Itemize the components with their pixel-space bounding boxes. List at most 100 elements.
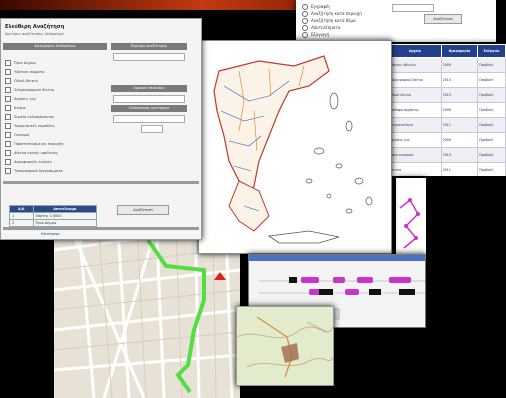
view-link[interactable]: Προβολή (477, 162, 506, 176)
view-link[interactable]: Προβολή (477, 87, 506, 103)
column-header[interactable]: Ημερομηνία (440, 44, 479, 58)
marker-icon[interactable] (214, 272, 226, 280)
page-title: Ελεύθερη Αναζήτηση (5, 24, 65, 30)
top-form-options: Εγγραφές Αναζήτηση κατά περιοχή Αναζήτησ… (302, 3, 362, 38)
area-select[interactable] (113, 53, 185, 61)
option-row[interactable]: Αναζήτηση κατά θέμα (302, 17, 362, 24)
checkbox[interactable] (5, 140, 11, 147)
checkbox[interactable] (5, 131, 11, 138)
checkbox[interactable] (5, 59, 11, 66)
category-checkbox[interactable]: Σημεία ενδιαφέροντος (5, 113, 55, 120)
checkbox[interactable] (5, 167, 11, 174)
radio-button[interactable] (302, 24, 308, 31)
table-cell: 2010 (440, 87, 479, 103)
table-row[interactable]: 1 Χάρτης 1:5000 (9, 212, 98, 220)
checkbox[interactable] (5, 95, 11, 102)
results-table: Αρχείο Ημερομηνία Ενέργεια Χάρτης Αθηνών… (388, 44, 506, 176)
period-header: Χρονική περίοδος (111, 85, 187, 92)
column-header[interactable]: Αρχείο (388, 44, 442, 58)
categories-header: Κατηγορίες δεδομένων (3, 43, 107, 50)
category-checkbox[interactable]: Υδάτινα σώματα (5, 68, 44, 75)
category-checkbox[interactable]: Σιδηροδρομικό δίκτυο (5, 86, 54, 93)
table-cell: 2011 (440, 162, 479, 176)
timeline-title-bar (249, 255, 425, 261)
option-row[interactable]: Εξαγωγή (302, 31, 362, 38)
column-header[interactable]: Ενέργεια (477, 44, 506, 58)
table-cell: 2008 (440, 102, 479, 118)
divider (3, 181, 199, 184)
period-select[interactable] (113, 95, 185, 103)
checkbox[interactable] (5, 104, 11, 111)
category-checkbox[interactable]: Κτίρια (5, 104, 26, 111)
selection-table: Α/Α Αποτέλεσμα 1 Χάρτης 1:5000 2 Όρια Δή… (9, 205, 98, 227)
top-form-search-button[interactable]: Αναζήτηση (424, 14, 462, 24)
view-link[interactable]: Προβολή (477, 147, 506, 163)
checkbox[interactable] (5, 158, 11, 165)
region-map[interactable] (199, 41, 391, 253)
view-link[interactable]: Προβολή (477, 57, 506, 73)
category-checkbox[interactable]: Τοπογραφικά διαγράμματα (5, 167, 63, 174)
table-cell: Χάρτης Αθηνών (388, 57, 442, 73)
background-glow (0, 0, 506, 10)
view-link[interactable]: Προβολή (477, 102, 506, 118)
category-checkbox[interactable]: Υψομετρικές καμπύλες (5, 122, 55, 129)
region-map-panel[interactable] (198, 40, 392, 254)
checkbox[interactable] (5, 122, 11, 129)
column-header: Α/Α (9, 205, 34, 213)
table-cell: 2009 (440, 57, 479, 73)
table-cell: Οδικό δίκτυο (388, 87, 442, 103)
terrain-map[interactable] (237, 307, 333, 385)
checkbox[interactable] (5, 86, 11, 93)
option-row[interactable]: Αναζήτηση κατά περιοχή (302, 10, 362, 17)
category-checkbox[interactable]: Οικισμοί (5, 131, 29, 138)
table-cell: 2011 (440, 117, 479, 133)
table-cell: 2009 (440, 132, 479, 148)
checkbox[interactable] (5, 149, 11, 156)
category-checkbox[interactable]: Όρια Δήμων (5, 59, 36, 66)
network-diagram-panel (396, 178, 426, 258)
option-row[interactable]: Αποτελέσματα (302, 24, 362, 31)
search-button[interactable]: Αναζήτηση (117, 205, 169, 215)
option-row[interactable]: Εγγραφές (302, 3, 362, 10)
category-checkbox[interactable]: Οδικό δίκτυο (5, 77, 38, 84)
category-checkbox[interactable]: Δίκτυα κοινής ωφέλειας (5, 149, 58, 156)
table-cell: Δίκτυα (388, 162, 442, 176)
radio-button[interactable] (302, 31, 308, 38)
category-checkbox[interactable]: Προστατευόμενες περιοχές (5, 140, 64, 147)
table-cell: 1 (9, 212, 34, 220)
table-cell: 2010 (440, 147, 479, 163)
checkbox[interactable] (5, 113, 11, 120)
category-checkbox[interactable]: Δορυφορικές εικόνες (5, 158, 52, 165)
category-checkbox[interactable]: Χρήσεις γης (5, 95, 36, 102)
criteria-header: Συνδυασμός κριτηρίων (111, 105, 187, 112)
area-header: Περιοχή αναζήτησης (111, 43, 187, 50)
top-form-panel: Εγγραφές Αναζήτηση κατά περιοχή Αναζήτησ… (296, 0, 496, 42)
radio-button[interactable] (302, 3, 308, 10)
view-link[interactable]: Προβολή (477, 132, 506, 148)
back-link[interactable]: Επιστροφή (41, 232, 60, 236)
view-link[interactable]: Προβολή (477, 117, 506, 133)
terrain-map-panel[interactable] (236, 306, 334, 386)
divider (3, 227, 199, 230)
criteria-input[interactable] (141, 125, 163, 133)
view-link[interactable]: Προβολή (477, 72, 506, 88)
checkbox[interactable] (5, 77, 11, 84)
table-cell: 2 (9, 219, 34, 227)
checkbox[interactable] (5, 68, 11, 75)
table-cell: Χάρτης 1:5000 (32, 212, 98, 220)
radio-button[interactable] (302, 17, 308, 24)
table-cell: Όρια οικισμών (388, 147, 442, 163)
search-form-panel: Ελεύθερη Αναζήτηση Κριτήρια αναζήτησης δ… (0, 18, 202, 240)
radio-button[interactable] (302, 10, 308, 17)
top-form-input[interactable] (392, 4, 434, 12)
criteria-select[interactable] (113, 115, 185, 123)
table-row[interactable]: 2 Όρια Δήμων (9, 219, 98, 227)
